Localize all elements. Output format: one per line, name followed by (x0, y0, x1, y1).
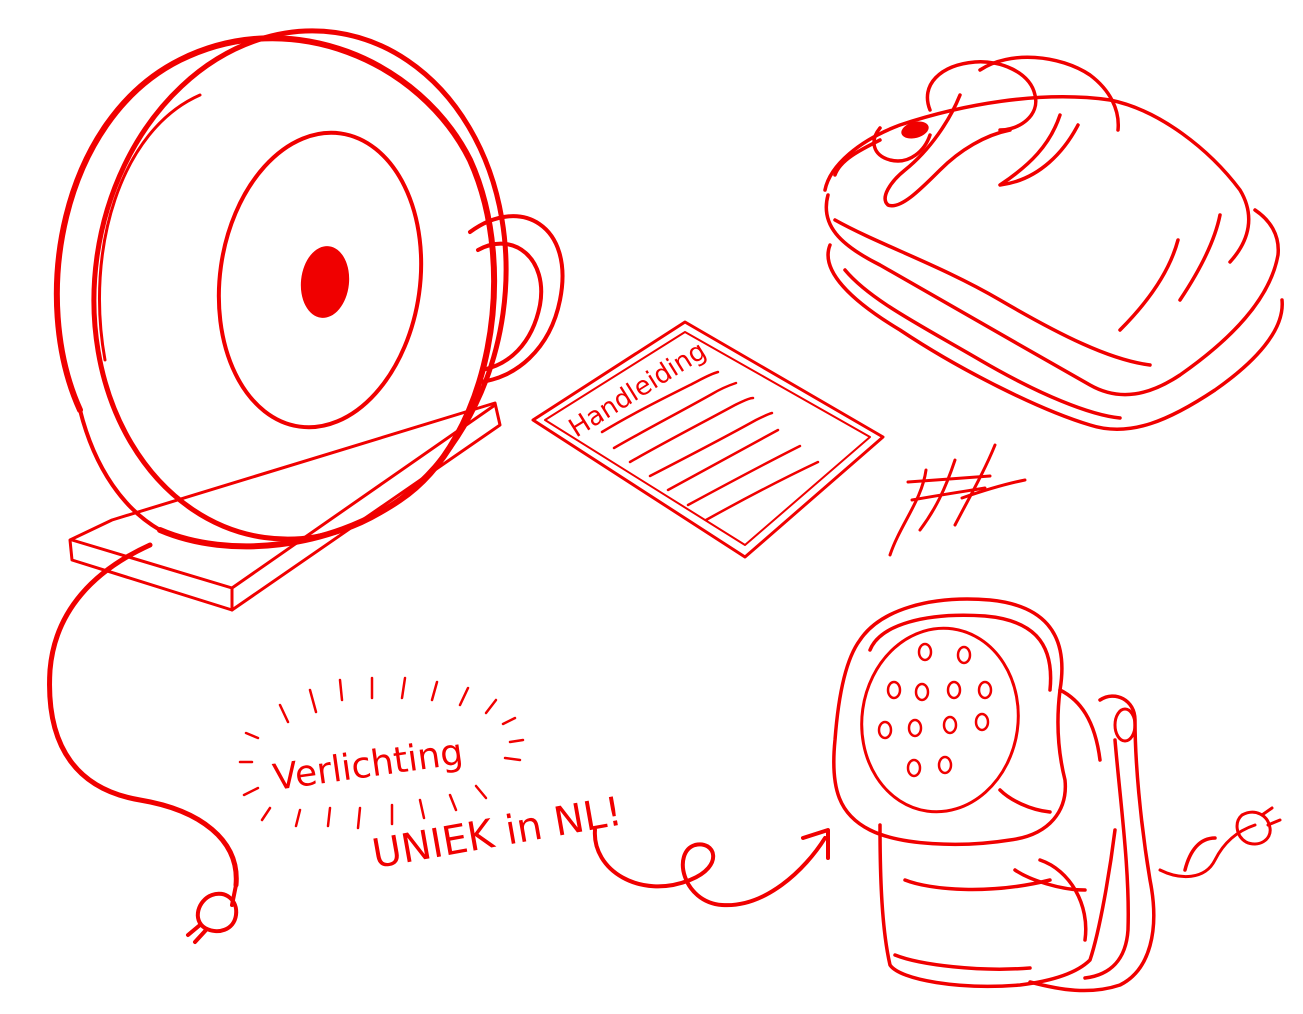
blanket-puff (833, 55, 1120, 208)
spotlight-body (878, 823, 1117, 989)
spotlight-front-housing (832, 597, 1068, 847)
blanket-middle-layer (824, 193, 1280, 397)
blanket-bottom-layer (826, 243, 1284, 431)
blanket-top-layer (823, 95, 1251, 264)
led-par-spotlight-icon (832, 597, 1282, 993)
lamp-center-dot (300, 246, 350, 318)
signature-scribble (888, 443, 1027, 557)
lamp-face-inner-edge (98, 93, 202, 362)
power-plug-icon (1235, 806, 1282, 846)
slogan: Verlichting UNIEK in NL! (238, 676, 830, 908)
lamp-rim-side (78, 408, 162, 532)
power-plug-icon (186, 883, 239, 944)
manual-sheet-outline (531, 320, 885, 559)
manual-text-lines (600, 370, 820, 522)
blanket-red-dot (901, 121, 929, 139)
curly-arrow-head (801, 828, 830, 860)
spotlight-yoke-knob (1113, 707, 1137, 743)
slogan-line-2: UNIEK in NL! (369, 789, 626, 878)
lamp-inner-ring (216, 130, 424, 430)
lamp-base-plate (68, 401, 502, 612)
folded-blanket-icon (823, 55, 1284, 431)
lamp-cable (47, 542, 239, 888)
spotlight-lens-ring (860, 626, 1020, 814)
lamp-face (91, 28, 509, 542)
round-lamp-icon (47, 28, 565, 944)
spotlight-yoke (1028, 694, 1156, 993)
manual-sheet-inner (544, 331, 871, 546)
spotlight-cable (1158, 823, 1257, 879)
manual-sheet-icon: Handleiding (531, 320, 885, 559)
spotlight-led-dots (877, 642, 993, 778)
slogan-burst-lines (238, 676, 525, 830)
curly-arrow-icon (592, 828, 827, 908)
slogan-line-1: Verlichting (271, 732, 466, 799)
